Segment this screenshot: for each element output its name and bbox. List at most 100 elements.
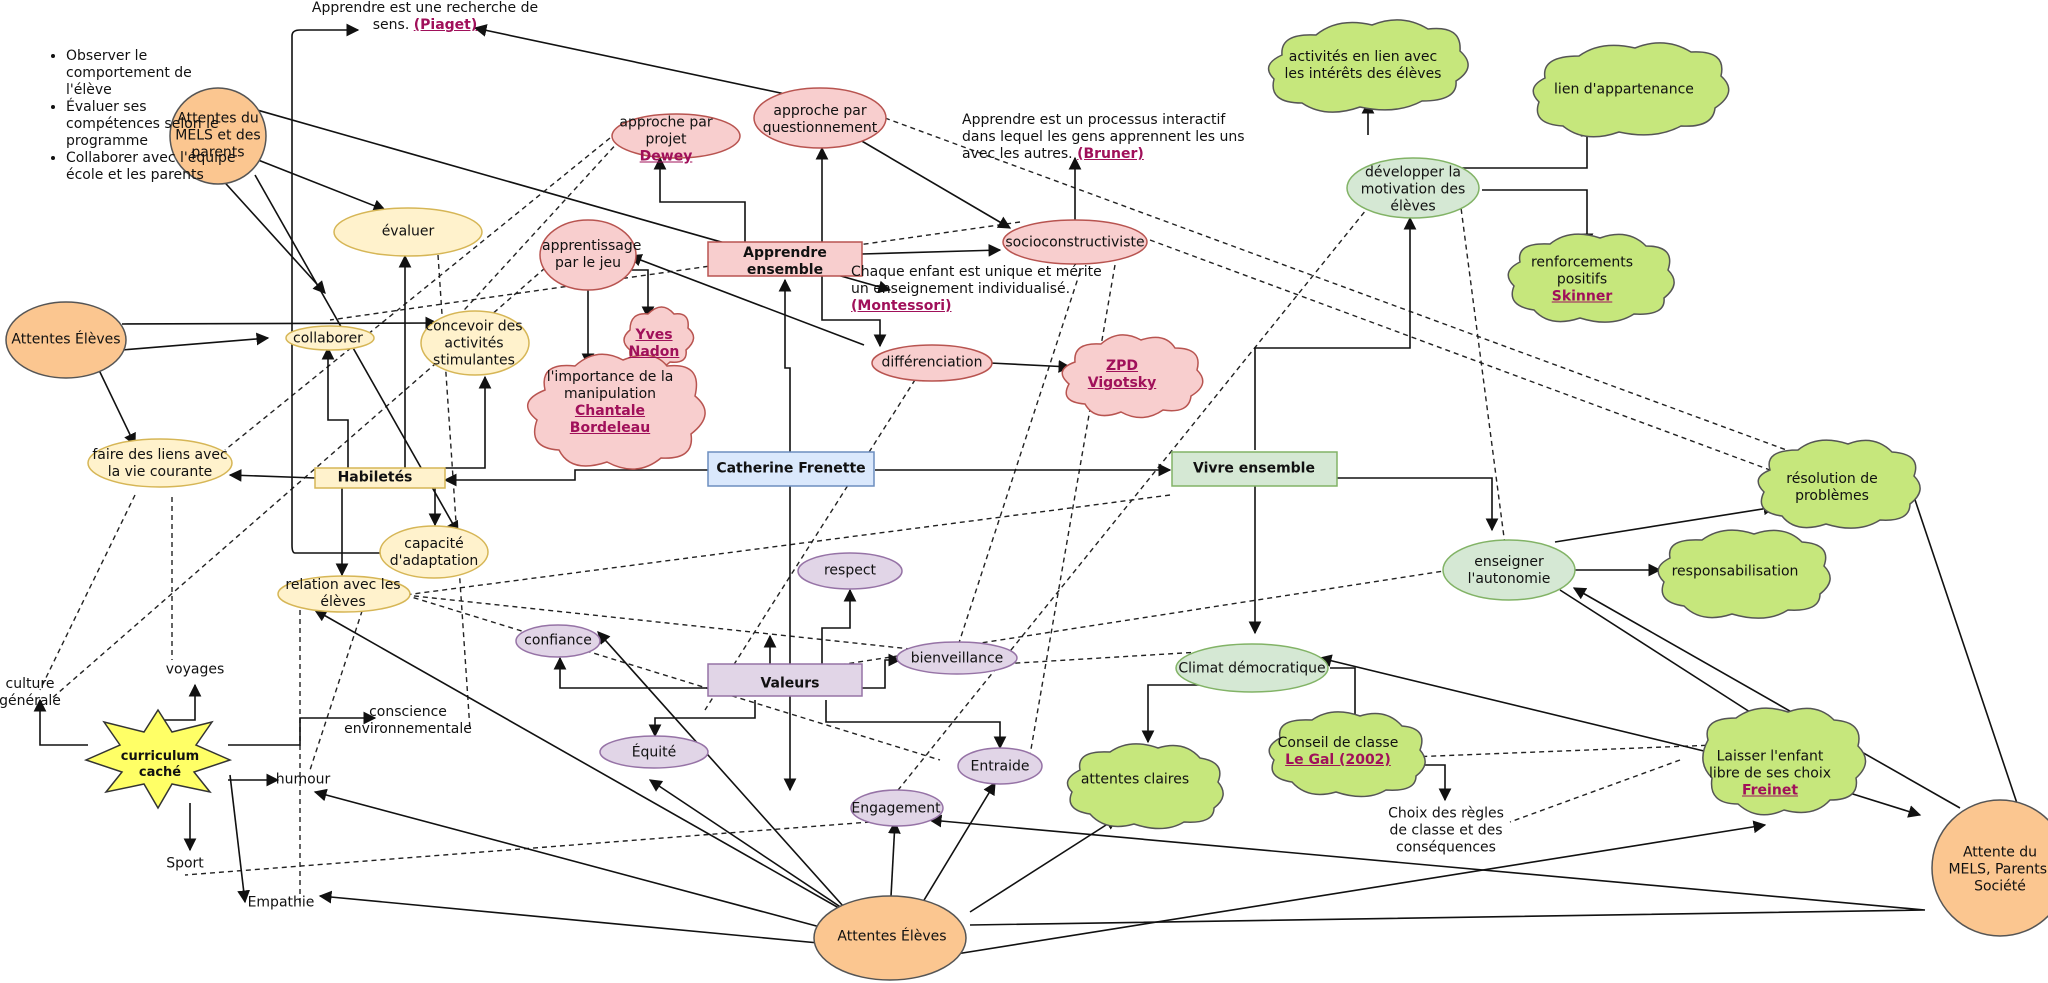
apprendre-ensemble-node[interactable] (707, 241, 863, 277)
laisser-cloud[interactable] (1702, 707, 1867, 816)
mels-list: Observer le comportement de l'élève Éval… (30, 48, 236, 184)
faire-liens-label: faire des liens avec la vie courante (92, 447, 228, 480)
laisser-text: Laisser l'enfant libre de ses choix (1708, 748, 1832, 782)
attente-mels-societe-label: Attente du MELS, Parents, Société (1948, 844, 2048, 895)
vivre-ensemble-node[interactable] (1171, 451, 1338, 487)
valeurs-node[interactable] (707, 663, 863, 697)
capacite-adaptation-node[interactable] (379, 525, 489, 579)
activites-cloud[interactable] (1267, 19, 1469, 113)
vigotsky-link[interactable]: Vigotsky (1087, 375, 1157, 391)
piaget-quote-text: Apprendre est une recherche de sens. (311, 0, 539, 33)
apprentissage-jeu-node[interactable] (539, 219, 637, 291)
freinet-link[interactable]: Freinet (1741, 782, 1799, 799)
mels-list-item: Collaborer avec l'équipe école et les pa… (66, 150, 236, 184)
yves-nadon-label: Yves Nadon (624, 327, 684, 361)
apprentissage-jeu-label: apprentissage par le jeu (542, 238, 642, 271)
renforcements-label: renforcements positifs Skinner (1522, 255, 1642, 306)
conseil-text: Conseil de classe (1277, 735, 1399, 751)
climat-node[interactable] (1175, 643, 1329, 693)
approche-projet-label: approche par projet Dewey (611, 115, 721, 166)
nadon-link[interactable]: Nadon (628, 344, 680, 360)
approche-questionnement-node[interactable] (753, 87, 887, 149)
appartenance-cloud[interactable] (1532, 42, 1730, 138)
voyages-label: voyages (165, 661, 225, 678)
mels-list-item: Évaluer ses compétences selon le program… (66, 99, 236, 150)
apprendre-ensemble-label: Apprendre ensemble (743, 245, 827, 278)
curriculum-star[interactable] (83, 708, 233, 810)
dewey-link[interactable]: Dewey (639, 148, 693, 165)
laisser-label: Laisser l'enfant libre de ses choix Frei… (1705, 749, 1835, 800)
differenciation-label: différenciation (881, 354, 983, 371)
habiletes-label: Habiletés (337, 469, 413, 486)
faire-liens-node[interactable] (87, 438, 233, 488)
motivation-label: développer la motivation des élèves (1360, 164, 1466, 215)
confiance-node[interactable] (515, 624, 601, 658)
manipulation-cloud[interactable] (527, 353, 706, 470)
mels-list-item: Observer le comportement de l'élève (66, 48, 236, 99)
approche-projet-node[interactable] (611, 113, 741, 159)
differenciation-node[interactable] (871, 344, 993, 382)
bienveillance-node[interactable] (896, 641, 1018, 675)
climat-label: Climat démocratique (1178, 660, 1326, 677)
manipulation-text: l'importance de la manipulation (546, 369, 674, 402)
collaborer-node[interactable] (285, 325, 375, 351)
collaborer-label: collaborer (293, 330, 363, 347)
concevoir-node[interactable] (420, 310, 530, 376)
zpd-cloud[interactable] (1061, 334, 1204, 419)
attentes-eleves-bottom-label: Attentes Élèves (837, 928, 947, 945)
vivre-ensemble-label: Vivre ensemble (1193, 460, 1315, 477)
autonomie-node[interactable] (1442, 539, 1576, 601)
attentes-claires-label: attentes claires (1080, 771, 1190, 788)
central-node[interactable] (707, 451, 875, 487)
piaget-quote: Apprendre est une recherche de sens. (Pi… (305, 0, 545, 34)
renforcements-cloud[interactable] (1507, 233, 1675, 323)
culture-label: culture générale (0, 676, 61, 709)
conseil-cloud[interactable] (1268, 711, 1426, 798)
nodes (5, 19, 2048, 981)
bruner-quote: Apprendre est un processus interactif da… (962, 112, 1262, 163)
montessori-link[interactable]: (Montessori) (851, 298, 952, 314)
relation-label: relation avec les élèves (285, 577, 401, 610)
conscience-label: conscience environnementale (344, 704, 472, 737)
central-label: Catherine Frenette (716, 460, 866, 477)
appartenance-label: lien d'appartenance (1554, 81, 1694, 98)
engagement-node[interactable] (850, 789, 944, 827)
responsabilisation-cloud[interactable] (1657, 529, 1831, 619)
equite-node[interactable] (599, 735, 709, 769)
attente-mels-societe-node[interactable] (1931, 799, 2048, 937)
habiletes-node[interactable] (314, 467, 446, 489)
resolution-cloud[interactable] (1757, 439, 1921, 529)
skinner-link[interactable]: Skinner (1551, 288, 1613, 305)
legal-link[interactable]: Le Gal (2002) (1285, 752, 1391, 768)
confiance-label: confiance (524, 632, 592, 649)
empathie-label: Empathie (247, 894, 315, 911)
respect-node[interactable] (797, 552, 903, 590)
evaluer-node[interactable] (333, 207, 483, 257)
respect-label: respect (823, 562, 877, 579)
attentes-eleves-bottom-node[interactable] (813, 895, 967, 981)
bruner-quote-text: Apprendre est un processus interactif da… (962, 112, 1245, 162)
piaget-link[interactable]: (Piaget) (413, 17, 478, 33)
zpd-link[interactable]: ZPD (1105, 358, 1139, 374)
solid-links (33, 23, 2031, 956)
regles-label: Choix des règles de classe et des conséq… (1388, 805, 1504, 856)
attentes-mels-parents-node[interactable] (169, 87, 267, 185)
yves-link[interactable]: Yves (635, 327, 673, 343)
attentes-claires-cloud[interactable] (1066, 743, 1224, 830)
montessori-quote-text: Chaque enfant est unique et mérite un en… (851, 264, 1102, 297)
conseil-label: Conseil de classe Le Gal (2002) (1273, 735, 1403, 769)
equite-label: Équité (631, 744, 677, 761)
attentes-eleves-left-node[interactable] (5, 301, 127, 379)
renforcements-text: renforcements positifs (1530, 254, 1634, 288)
socioconstructiviste-node[interactable] (1002, 219, 1148, 265)
approche-projet-text: approche par projet (619, 114, 713, 148)
activites-label: activités en lien avec les intérêts des … (1284, 49, 1442, 82)
entraide-node[interactable] (957, 747, 1043, 785)
bienveillance-label: bienveillance (910, 650, 1004, 667)
motivation-node[interactable] (1346, 157, 1480, 219)
bordeleau-link[interactable]: Chantale Bordeleau (569, 403, 651, 436)
relation-eleves-node[interactable] (277, 575, 411, 613)
bruner-link[interactable]: (Bruner) (1077, 146, 1144, 162)
humour-label: humour (275, 771, 331, 788)
